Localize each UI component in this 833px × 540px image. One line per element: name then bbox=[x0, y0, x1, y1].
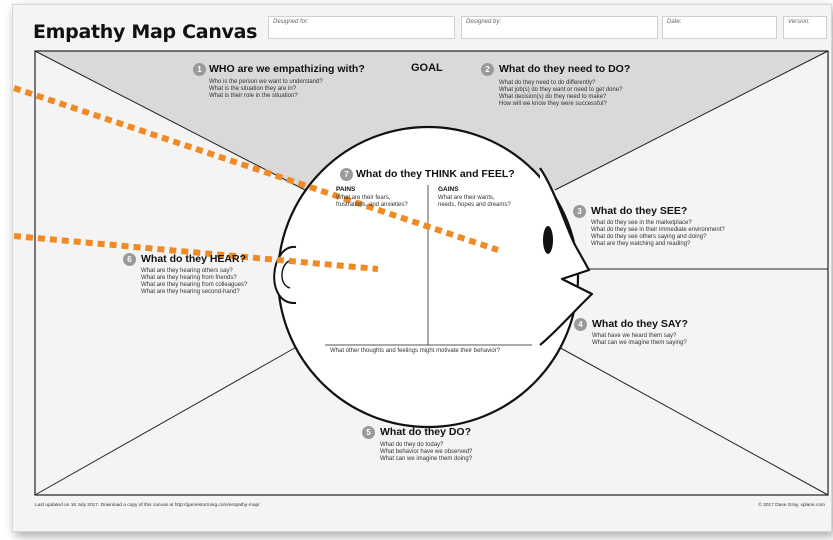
section-5-badge: 5 bbox=[362, 426, 375, 439]
section-2-badge: 2 bbox=[481, 63, 494, 76]
do-heading: What do they DO? bbox=[380, 426, 471, 438]
pains-label: PAINS bbox=[336, 186, 355, 193]
divider-bottom-left bbox=[35, 345, 300, 495]
footer-left: Last updated on 16 July 2017. Download a… bbox=[35, 503, 260, 508]
gains-line-2: needs, hopes and dreams? bbox=[438, 202, 511, 209]
who-line-3: What is their role in the situation? bbox=[209, 93, 298, 100]
goal-label: GOAL bbox=[411, 62, 443, 74]
hear-line-4: What are they hearing second-hand? bbox=[141, 289, 240, 296]
think-feel-bottom-question: What other thoughts and feelings might m… bbox=[330, 348, 500, 355]
need-to-do-line-4: How will we know they were successful? bbox=[499, 101, 607, 108]
need-to-do-heading: What do they need to DO? bbox=[499, 63, 630, 75]
footer-right: © 2017 Dave Gray, xplane.com bbox=[758, 503, 825, 508]
section-4-badge: 4 bbox=[574, 318, 587, 331]
who-heading: WHO are we empathizing with? bbox=[209, 63, 365, 75]
say-line-2: What can we imagine them saying? bbox=[592, 340, 687, 347]
gains-label: GAINS bbox=[438, 186, 459, 193]
do-line-3: What can we imagine them doing? bbox=[380, 456, 472, 463]
eye-icon bbox=[543, 226, 553, 254]
divider-bottom-right bbox=[555, 345, 828, 495]
ear-icon bbox=[274, 247, 296, 303]
section-1-badge: 1 bbox=[193, 63, 206, 76]
see-heading: What do they SEE? bbox=[591, 205, 687, 217]
section-3-badge: 3 bbox=[573, 205, 586, 218]
section-6-badge: 6 bbox=[123, 253, 136, 266]
hear-heading: What do they HEAR? bbox=[141, 253, 246, 265]
think-feel-heading: What do they THINK and FEEL? bbox=[356, 168, 515, 180]
see-line-4: What are they watching and reading? bbox=[591, 241, 690, 248]
say-heading: What do they SAY? bbox=[592, 318, 688, 330]
pains-line-2: frustrations, and anxieties? bbox=[336, 202, 408, 209]
section-7-badge: 7 bbox=[340, 168, 353, 181]
